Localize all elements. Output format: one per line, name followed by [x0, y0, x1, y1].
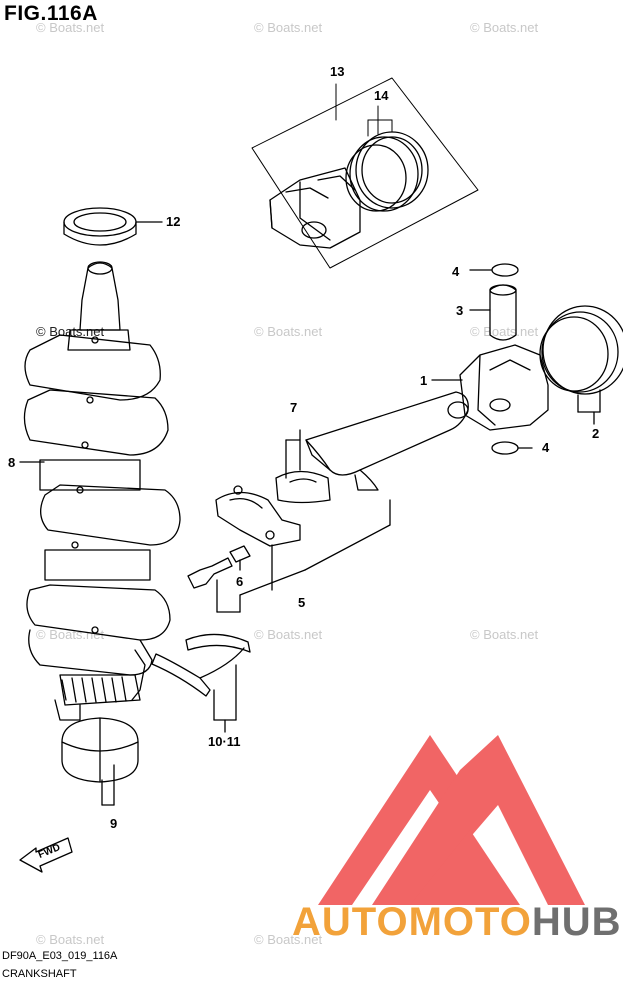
watermark: © Boats.net [254, 627, 323, 642]
callout-3: 3 [456, 303, 464, 318]
brand-part2: HUB [531, 900, 622, 944]
callout-9: 9 [110, 816, 118, 831]
thrust-washers-10-11 [151, 633, 251, 733]
watermark: © Boats.net [470, 20, 539, 35]
fwd-arrow [19, 837, 73, 873]
main-bearing-9 [61, 717, 139, 806]
connecting-rod-assembly [187, 391, 469, 613]
watermark: © Boats.net [470, 324, 539, 339]
brand-wordmark: AUTOMOTOHUB [292, 900, 622, 945]
figure-title: FIG.116A [4, 2, 98, 25]
callout-5: 5 [298, 595, 306, 610]
watermark: © Boats.net [36, 20, 105, 35]
crankshaft-8 [19, 261, 181, 721]
watermark: © Boats.net [254, 324, 323, 339]
callout-6: 6 [236, 574, 244, 589]
callout-13: 13 [330, 64, 345, 79]
piston-rings-2 [542, 305, 623, 395]
oil-seal-12 [63, 207, 163, 246]
callout-8: 8 [8, 455, 16, 470]
brand-part1: AUTOMOTO [292, 900, 532, 944]
callout-10-11: 10·11 [208, 734, 241, 749]
callout-4-bottom: 4 [542, 440, 550, 455]
circlip-4-top [491, 263, 519, 277]
callout-4-top: 4 [452, 264, 460, 279]
callout-2: 2 [592, 426, 600, 441]
callout-1: 1 [420, 373, 428, 388]
callout-14: 14 [374, 88, 389, 103]
figure-name: CRANKSHAFT [2, 968, 77, 980]
callout-12: 12 [166, 214, 181, 229]
watermark: © Boats.net [254, 20, 323, 35]
watermark: © Boats.net [470, 627, 539, 642]
figure-code: DF90A_E03_019_116A [2, 950, 118, 962]
watermark: © Boats.net [36, 627, 105, 642]
callout-7: 7 [290, 400, 298, 415]
circlip-4-bottom [491, 441, 519, 455]
watermark: © Boats.net [36, 932, 105, 947]
piston-1-parts [431, 263, 623, 455]
watermark: © Boats.net [254, 932, 323, 947]
piston-kit-group [251, 77, 479, 269]
